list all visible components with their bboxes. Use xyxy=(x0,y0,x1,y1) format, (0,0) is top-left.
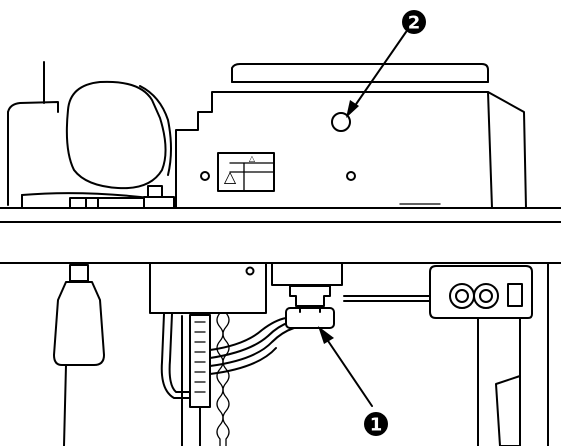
screw-hole xyxy=(331,112,351,132)
callout-1: 1 xyxy=(364,412,388,436)
cable-bundle xyxy=(160,313,295,399)
callout-1-number: 1 xyxy=(370,415,383,436)
warning-triangle-small-icon: △ xyxy=(249,154,256,163)
connector-strip xyxy=(181,314,211,446)
synchronizer-motor xyxy=(271,262,343,329)
base-fittings xyxy=(85,185,175,209)
callout-2-number: 2 xyxy=(408,13,421,34)
synchronizer-cap xyxy=(285,307,335,329)
under-table-box xyxy=(149,262,267,314)
oil-bottle xyxy=(53,264,105,446)
table-top xyxy=(0,207,561,264)
warning-label: △ △ xyxy=(217,152,275,192)
indicator-lamp xyxy=(507,283,523,307)
chain xyxy=(216,312,230,446)
rod xyxy=(343,295,433,302)
table-leg xyxy=(477,262,549,446)
warning-triangle-icon: △ xyxy=(224,167,237,186)
power-switch-box xyxy=(429,265,533,319)
pulley-cover xyxy=(65,80,172,190)
callout-2: 2 xyxy=(402,10,426,34)
leader-lines xyxy=(318,31,407,407)
